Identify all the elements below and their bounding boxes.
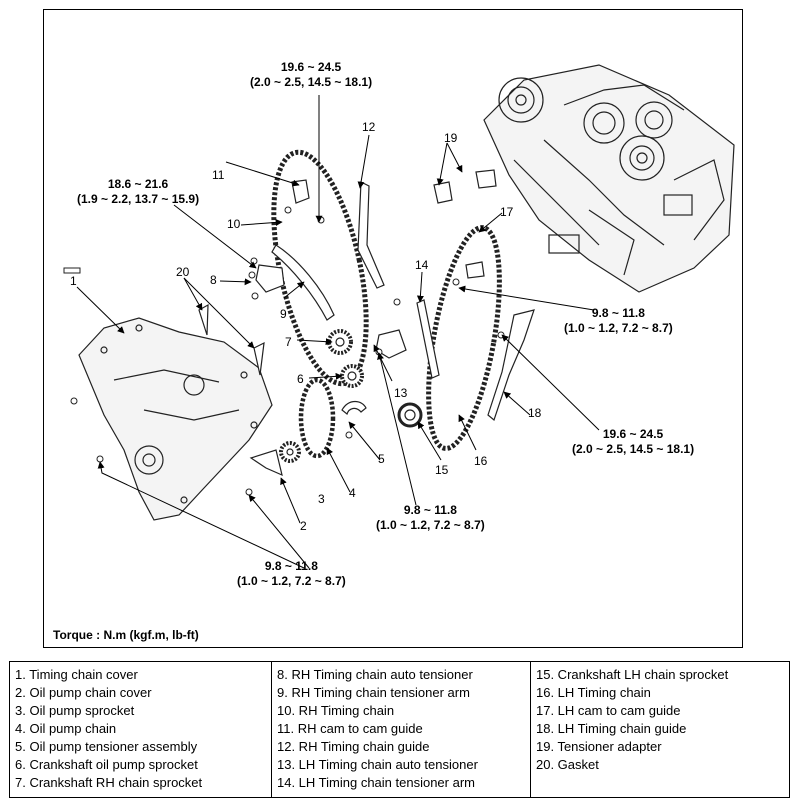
legend-item: 10. RH Timing chain — [277, 703, 395, 718]
callout-1: 1 — [70, 274, 77, 288]
callout-4: 4 — [349, 486, 356, 500]
callout-3: 3 — [318, 492, 325, 506]
legend-item: 17. LH cam to cam guide — [536, 703, 681, 718]
legend-item: 15. Crankshaft LH chain sprocket — [536, 667, 729, 682]
torque-spec-lh-tensioner-bolt: 9.8 ~ 11.8 (1.0 ~ 1.2, 7.2 ~ 8.7) — [376, 503, 485, 532]
legend-item: 19. Tensioner adapter — [536, 739, 662, 754]
legend-item: 4. Oil pump chain — [15, 721, 117, 736]
legend-item: 2. Oil pump chain cover — [15, 685, 152, 700]
callout-20: 20 — [176, 265, 190, 279]
legend-item: 14. LH Timing chain tensioner arm — [277, 775, 475, 790]
callout-10: 10 — [227, 217, 241, 231]
callout-12: 12 — [362, 120, 376, 134]
callout-6: 6 — [297, 372, 304, 386]
legend-column-3: 15. Crankshaft LH chain sprocket 16. LH … — [531, 662, 789, 797]
legend-item: 6. Crankshaft oil pump sprocket — [15, 757, 198, 772]
legend-item: 18. LH Timing chain guide — [536, 721, 687, 736]
legend-item: 11. RH cam to cam guide — [277, 721, 423, 736]
torque-spec-lh-cam-guide-bolt: 9.8 ~ 11.8 (1.0 ~ 1.2, 7.2 ~ 8.7) — [564, 306, 673, 335]
legend-column-2: 8. RH Timing chain auto tensioner 9. RH … — [272, 662, 531, 797]
legend-item: 20. Gasket — [536, 757, 599, 772]
callout-19: 19 — [444, 131, 458, 145]
legend-item: 7. Crankshaft RH chain sprocket — [15, 775, 203, 790]
legend-item: 3. Oil pump sprocket — [15, 703, 135, 718]
diagram-frame: 19.6 ~ 24.5 (2.0 ~ 2.5, 14.5 ~ 18.1) 18.… — [43, 9, 743, 648]
legend-item: 9. RH Timing chain tensioner arm — [277, 685, 470, 700]
callout-11: 11 — [212, 168, 225, 182]
legend-item: 12. RH Timing chain guide — [277, 739, 430, 754]
legend-item: 16. LH Timing chain — [536, 685, 651, 700]
parts-legend: 1. Timing chain cover 2. Oil pump chain … — [9, 661, 790, 798]
legend-item: 5. Oil pump tensioner assembly — [15, 739, 198, 754]
legend-item: 13. LH Timing chain auto tensioner — [277, 757, 478, 772]
callout-18: 18 — [528, 406, 542, 420]
callout-15: 15 — [435, 463, 449, 477]
callout-17: 17 — [500, 205, 514, 219]
timing-chain-cover-illustration — [78, 317, 273, 521]
callout-13: 13 — [394, 386, 408, 400]
legend-item: 8. RH Timing chain auto tensioner — [277, 667, 473, 682]
callout-16: 16 — [474, 454, 488, 468]
callout-7: 7 — [285, 335, 292, 349]
callout-2: 2 — [300, 519, 307, 533]
torque-spec-rh-tensioner-bolt: 18.6 ~ 21.6 (1.9 ~ 2.2, 13.7 ~ 15.9) — [77, 177, 200, 206]
legend-item: 1. Timing chain cover — [15, 667, 138, 682]
callout-8: 8 — [210, 273, 217, 287]
callout-5: 5 — [378, 452, 385, 466]
callout-9: 9 — [280, 307, 287, 321]
torque-units-note: Torque : N.m (kgf.m, lb-ft) — [53, 628, 199, 642]
torque-spec-cover-bolts: 9.8 ~ 11.8 (1.0 ~ 1.2, 7.2 ~ 8.7) — [237, 559, 346, 588]
legend-column-1: 1. Timing chain cover 2. Oil pump chain … — [10, 662, 272, 797]
torque-spec-lh-guide-bolt: 19.6 ~ 24.5 (2.0 ~ 2.5, 14.5 ~ 18.1) — [572, 427, 695, 456]
torque-spec-rh-guide-bolt: 19.6 ~ 24.5 (2.0 ~ 2.5, 14.5 ~ 18.1) — [250, 60, 373, 89]
exploded-view-diagram — [63, 64, 735, 569]
engine-block-illustration — [483, 64, 735, 293]
sprockets-illustration — [279, 329, 423, 463]
leader-lines — [76, 95, 600, 569]
callout-14: 14 — [415, 258, 429, 272]
